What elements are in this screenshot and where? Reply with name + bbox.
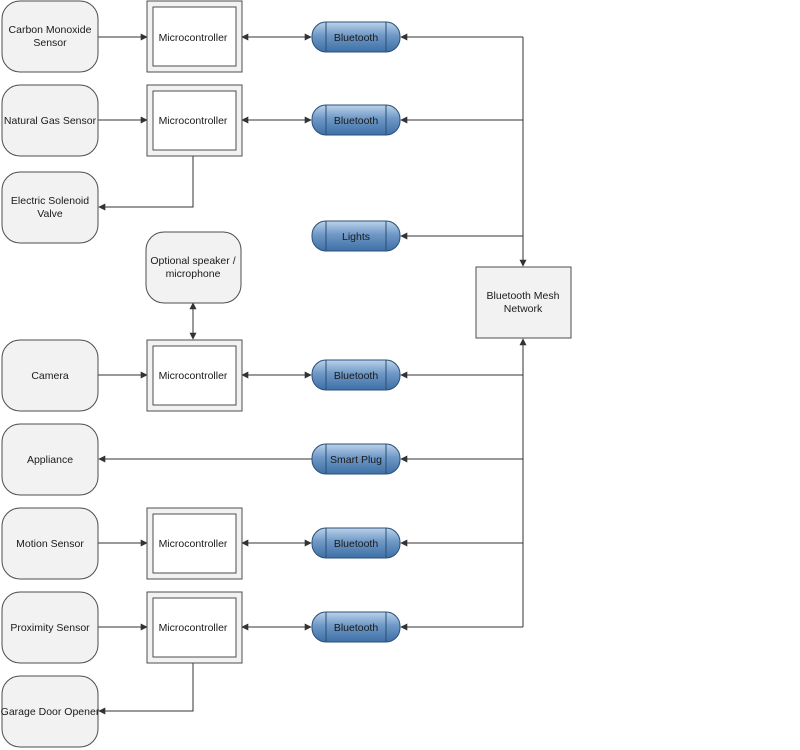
microcontroller-3: Microcontroller [146, 339, 243, 412]
bluetooth-node-2-label: Bluetooth [334, 115, 379, 127]
valve-label-line2: Valve [37, 208, 63, 220]
gas-sensor-node: Natural Gas Sensor [1, 84, 99, 157]
device-nodes: Carbon Monoxide Sensor Natural Gas Senso… [1, 0, 242, 748]
bluetooth-node-1: Bluetooth [311, 21, 401, 53]
proximity-sensor-node: Proximity Sensor [1, 591, 99, 664]
mcu-to-garage-arrow [98, 663, 194, 715]
microcontroller-4-label: Microcontroller [159, 538, 228, 550]
pill-nodes: Bluetooth Bluetooth Lights Bluetooth Sma… [311, 21, 401, 643]
garage-door-node: Garage Door Opener [1, 675, 100, 748]
bluetooth-node-5: Bluetooth [311, 611, 401, 643]
speaker-label-line1: Optional speaker / [150, 255, 235, 267]
lights-node: Lights [311, 220, 401, 252]
co-sensor-label-line1: Carbon Monoxide [9, 24, 92, 36]
mesh-network-node: Bluetooth Mesh Network [475, 266, 572, 339]
appliance-node: Appliance [1, 423, 99, 496]
bluetooth-node-1-label: Bluetooth [334, 32, 379, 44]
garage-door-label: Garage Door Opener [1, 706, 100, 718]
connector-lines [98, 33, 527, 715]
camera-label: Camera [31, 370, 69, 382]
mesh-network-label-line2: Network [504, 303, 543, 315]
lights-node-label: Lights [342, 231, 370, 243]
mesh-network-label-line1: Bluetooth Mesh [487, 290, 560, 302]
co-sensor-node: Carbon Monoxide Sensor [1, 0, 99, 73]
valve-label-line1: Electric Solenoid [11, 195, 89, 207]
valve-node: Electric Solenoid Valve [1, 171, 99, 244]
microcontroller-4: Microcontroller [146, 507, 243, 580]
camera-node: Camera [1, 339, 99, 412]
bluetooth-node-3-label: Bluetooth [334, 370, 379, 382]
microcontroller-1: Microcontroller [146, 0, 243, 73]
co-sensor-label-line2: Sensor [33, 37, 67, 49]
bluetooth-node-4: Bluetooth [311, 527, 401, 559]
motion-sensor-label: Motion Sensor [16, 538, 84, 550]
microcontroller-3-label: Microcontroller [159, 370, 228, 382]
microcontroller-5-label: Microcontroller [159, 622, 228, 634]
bluetooth-node-4-label: Bluetooth [334, 538, 379, 550]
bluetooth-node-5-label: Bluetooth [334, 622, 379, 634]
microcontroller-2: Microcontroller [146, 84, 243, 157]
microcontroller-nodes: Microcontroller Microcontroller Microcon… [146, 0, 243, 664]
smart-plug-node-label: Smart Plug [330, 454, 382, 466]
microcontroller-2-label: Microcontroller [159, 115, 228, 127]
smart-plug-node: Smart Plug [311, 443, 401, 475]
mcu-to-valve-arrow [98, 156, 194, 211]
gas-sensor-label: Natural Gas Sensor [4, 115, 97, 127]
proximity-sensor-label: Proximity Sensor [10, 622, 90, 634]
appliance-label: Appliance [27, 454, 73, 466]
bluetooth-node-2: Bluetooth [311, 104, 401, 136]
motion-sensor-node: Motion Sensor [1, 507, 99, 580]
speaker-node: Optional speaker / microphone [145, 231, 242, 304]
microcontroller-1-label: Microcontroller [159, 32, 228, 44]
speaker-label-line2: microphone [166, 268, 221, 280]
microcontroller-5: Microcontroller [146, 591, 243, 664]
bluetooth-node-3: Bluetooth [311, 359, 401, 391]
